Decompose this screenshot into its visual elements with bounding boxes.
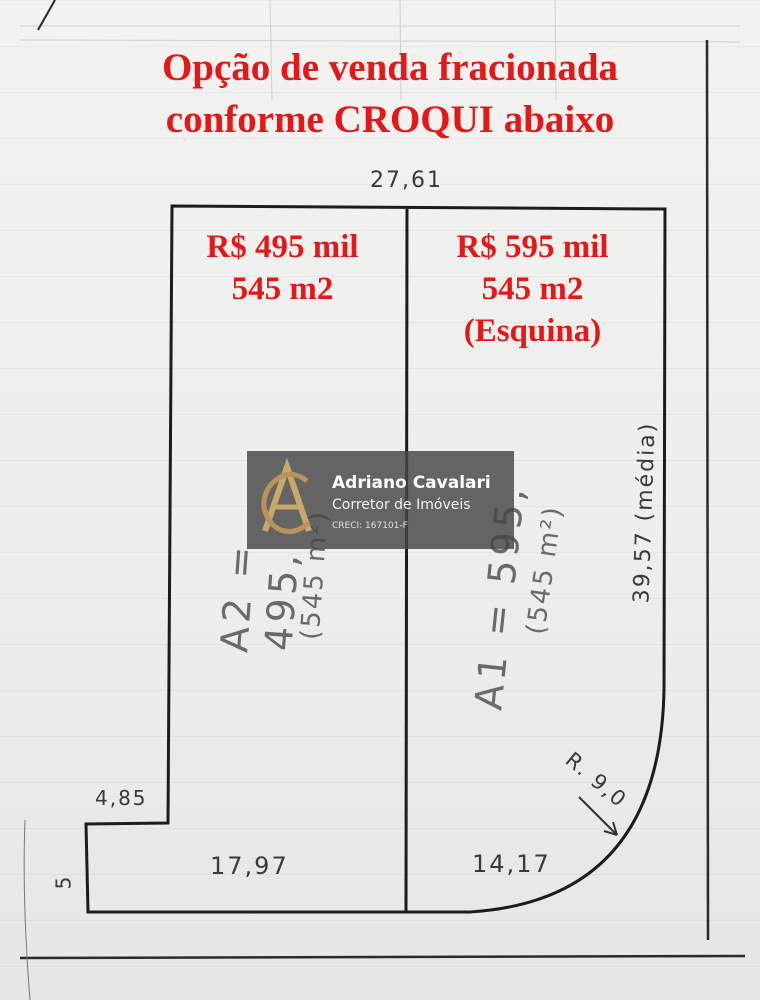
right-lot-price-block: R$ 595 mil 545 m2 (Esquina)	[425, 226, 640, 352]
radius-arrow-line	[578, 796, 618, 836]
lot-outline	[84, 204, 667, 914]
dimension-left-bottom: 17,97	[210, 852, 289, 880]
broker-role: Corretor de Imóveis	[332, 497, 471, 513]
street-line-right	[705, 39, 710, 941]
street-line-bottom	[19, 954, 746, 960]
left-lot-price: R$ 495 mil	[206, 229, 359, 265]
dimension-top-width: 27,61	[370, 168, 443, 193]
offer-title: Opção de venda fracionada conforme CROQU…	[60, 42, 720, 146]
radius-arrowhead	[603, 821, 618, 836]
left-lot-area: 545 m2	[231, 271, 334, 307]
corner-street-line	[37, 0, 56, 31]
broker-watermark: Adriano Cavalari Corretor de Imóveis CRE…	[247, 451, 514, 549]
title-line-2: conforme CROQUI abaixo	[165, 98, 615, 141]
right-lot-price: R$ 595 mil	[456, 229, 609, 265]
right-lot-area: 545 m2	[481, 271, 584, 307]
paper-edge-line	[23, 819, 31, 1000]
broker-name: Adriano Cavalari	[332, 473, 491, 493]
left-lot-price-block: R$ 495 mil 545 m2	[180, 226, 385, 310]
broker-creci: CRECI: 167101-F	[332, 521, 408, 531]
dimension-right-bottom: 14,17	[472, 850, 551, 878]
dimension-step-height: 5	[51, 874, 76, 890]
title-line-1: Opção de venda fracionada	[161, 46, 619, 89]
dimension-step-width: 4,85	[95, 786, 148, 810]
faint-table-lines	[19, 0, 741, 101]
ac-monogram-icon	[261, 457, 312, 534]
right-lot-note: (Esquina)	[463, 313, 602, 349]
lot-division-line	[404, 208, 409, 913]
